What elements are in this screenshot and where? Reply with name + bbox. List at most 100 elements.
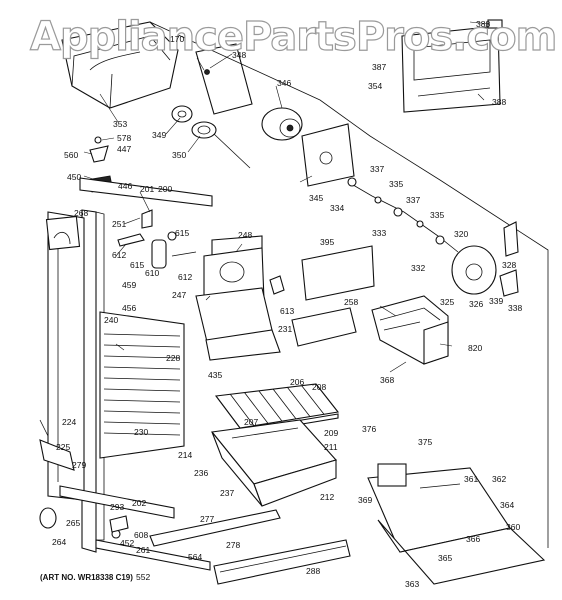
part-label-552: 552: [136, 572, 150, 582]
couplings: [347, 177, 459, 253]
bottom-left-parts: [39, 419, 129, 539]
part-label-368: 368: [380, 375, 394, 385]
part-label-346: 346: [277, 78, 291, 88]
watermark-text: AppliancePartsPros.com: [30, 14, 556, 60]
leader-lines: [83, 21, 491, 373]
part-label-612-a: 612: [112, 250, 126, 260]
part-label-387: 387: [372, 62, 386, 72]
part-label-338: 338: [508, 303, 522, 313]
part-label-610: 610: [145, 268, 159, 278]
part-label-170: 170: [170, 34, 184, 44]
part-label-288: 288: [306, 566, 320, 576]
part-label-395: 395: [320, 237, 334, 247]
cover-258: [291, 307, 357, 347]
part-label-456: 456: [122, 303, 136, 313]
fan-shroud: [195, 235, 285, 361]
part-label-608: 608: [134, 530, 148, 540]
part-label-325: 325: [440, 297, 454, 307]
part-label-447: 447: [117, 144, 131, 154]
part-label-560: 560: [64, 150, 78, 160]
part-label-353: 353: [113, 119, 127, 129]
part-label-237: 237: [220, 488, 234, 498]
part-label-225: 225: [56, 442, 70, 452]
part-label-328: 328: [502, 260, 516, 270]
motor-assembly: [301, 123, 519, 297]
part-label-251: 251: [112, 219, 126, 229]
part-label-820: 820: [468, 343, 482, 353]
part-label-446: 446: [118, 181, 132, 191]
part-label-277: 277: [200, 514, 214, 524]
part-label-450: 450: [67, 172, 81, 182]
part-label-261: 261: [136, 545, 150, 555]
wiring-harness: [45, 215, 81, 251]
part-label-265: 265: [66, 518, 80, 528]
part-label-224: 224: [62, 417, 76, 427]
part-label-208: 208: [312, 382, 326, 392]
part-label-214: 214: [178, 450, 192, 460]
part-label-613: 613: [280, 306, 294, 316]
part-label-388-top: 388: [476, 19, 490, 29]
part-label-361: 361: [464, 474, 478, 484]
part-label-240: 240: [104, 315, 118, 325]
basket-pan: [210, 419, 337, 507]
case-outline: [149, 21, 549, 548]
auger-parts: [171, 43, 253, 169]
part-label-264: 264: [52, 537, 66, 547]
wire-shelf: [214, 383, 340, 429]
part-label-335-b: 335: [430, 210, 444, 220]
part-label-369: 369: [358, 495, 372, 505]
brackets: [117, 209, 197, 269]
part-label-345: 345: [309, 193, 323, 203]
part-label-247: 247: [172, 290, 186, 300]
base-rails: [149, 509, 351, 585]
part-label-376: 376: [362, 424, 376, 434]
evaporator: [99, 311, 185, 459]
part-label-364: 364: [500, 500, 514, 510]
part-label-339: 339: [489, 296, 503, 306]
part-label-278: 278: [226, 540, 240, 550]
part-label-337-b: 337: [406, 195, 420, 205]
part-label-279: 279: [72, 460, 86, 470]
part-label-332: 332: [411, 263, 425, 273]
part-label-363: 363: [405, 579, 419, 589]
part-label-365: 365: [438, 553, 452, 563]
part-label-366: 366: [466, 534, 480, 544]
part-label-211: 211: [324, 442, 338, 452]
part-labels: 170 348 346 353 349 350 354 387 388 388 …: [52, 19, 522, 589]
part-label-202: 202: [132, 498, 146, 508]
part-label-335-a: 335: [389, 179, 403, 189]
part-label-207: 207: [244, 417, 258, 427]
part-label-230: 230: [134, 427, 148, 437]
part-label-200: 200: [158, 184, 172, 194]
part-label-615-b: 615: [130, 260, 144, 270]
part-label-209: 209: [324, 428, 338, 438]
control-box: [367, 463, 546, 585]
cover-395: [301, 245, 375, 301]
part-label-452: 452: [120, 538, 134, 548]
part-label-326: 326: [469, 299, 483, 309]
part-label-348: 348: [232, 50, 246, 60]
part-label-349: 349: [152, 130, 166, 140]
part-label-435: 435: [208, 370, 222, 380]
ice-bucket: [61, 21, 179, 109]
part-label-459: 459: [122, 280, 136, 290]
part-label-334: 334: [330, 203, 344, 213]
part-label-320: 320: [454, 229, 468, 239]
part-label-354: 354: [368, 81, 382, 91]
part-label-333: 333: [372, 228, 386, 238]
part-label-388-bottom: 388: [492, 97, 506, 107]
auger-motor: [261, 107, 303, 141]
part-label-360: 360: [506, 522, 520, 532]
icemaker: [371, 295, 449, 365]
part-label-375: 375: [418, 437, 432, 447]
part-label-564: 564: [188, 552, 202, 562]
part-label-268: 268: [74, 208, 88, 218]
part-label-350: 350: [172, 150, 186, 160]
part-label-615-a: 615: [175, 228, 189, 238]
freezer-case-frame: [47, 177, 213, 571]
part-label-231: 231: [278, 324, 292, 334]
part-label-236: 236: [194, 468, 208, 478]
art-number: (ART NO. WR18338 C19): [40, 573, 133, 582]
part-label-248: 248: [238, 230, 252, 240]
